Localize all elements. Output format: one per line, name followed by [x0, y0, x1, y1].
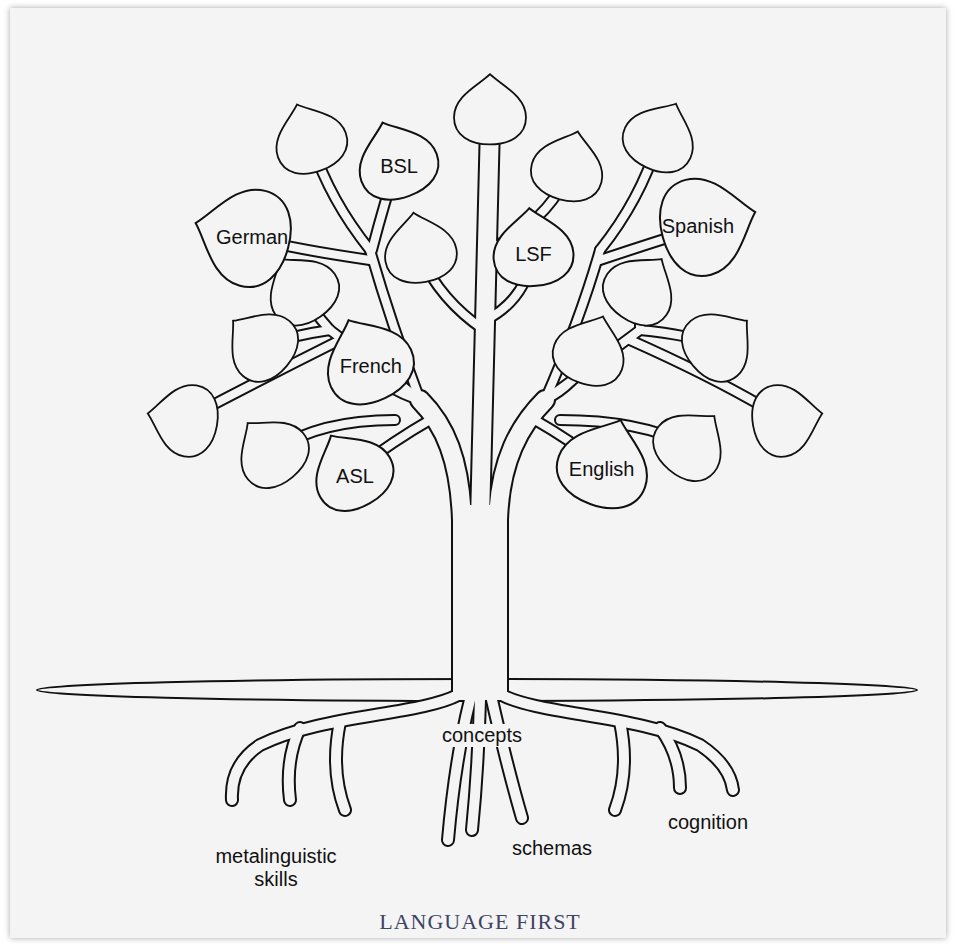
leaf — [220, 400, 320, 500]
tree-outline — [188, 125, 782, 840]
language-leaf: English — [547, 408, 662, 523]
trunk-fill — [453, 505, 507, 700]
root-label: schemas — [508, 837, 596, 860]
root-label: metalinguistic skills — [197, 845, 355, 891]
leaf — [747, 378, 829, 461]
language-leaf: ASL — [302, 422, 402, 522]
language-leaf: Spanish — [644, 164, 767, 287]
leaf — [263, 92, 355, 183]
leaf — [642, 393, 742, 493]
root-fill — [232, 695, 733, 840]
leaf — [525, 122, 613, 208]
leaf — [454, 74, 526, 144]
limb-fill — [420, 125, 545, 520]
leaf — [378, 207, 461, 289]
empty-leaves — [142, 74, 829, 500]
language-leaf: French — [313, 307, 423, 417]
language-name: ASL — [336, 465, 374, 487]
root-label: cognition — [664, 811, 752, 834]
root-outline — [232, 695, 733, 840]
limb-outline — [420, 125, 545, 520]
leaf — [614, 89, 709, 183]
leaf — [142, 378, 224, 461]
leaf — [545, 304, 637, 395]
language-name: English — [569, 458, 635, 480]
language-leaf: BSL — [347, 112, 447, 212]
language-leaf: German — [184, 175, 307, 298]
caption: LANGUAGE FIRST — [379, 909, 581, 935]
trunk-outline — [451, 505, 509, 700]
language-name: German — [216, 226, 288, 248]
leaf — [210, 293, 310, 393]
root-label: concepts — [438, 724, 526, 747]
language-name: LSF — [515, 243, 552, 265]
language-name: BSL — [380, 155, 418, 177]
language-leaf: LSF — [483, 200, 583, 300]
leaf — [670, 293, 770, 393]
language-name: Spanish — [662, 215, 734, 237]
language-name: French — [340, 355, 402, 377]
